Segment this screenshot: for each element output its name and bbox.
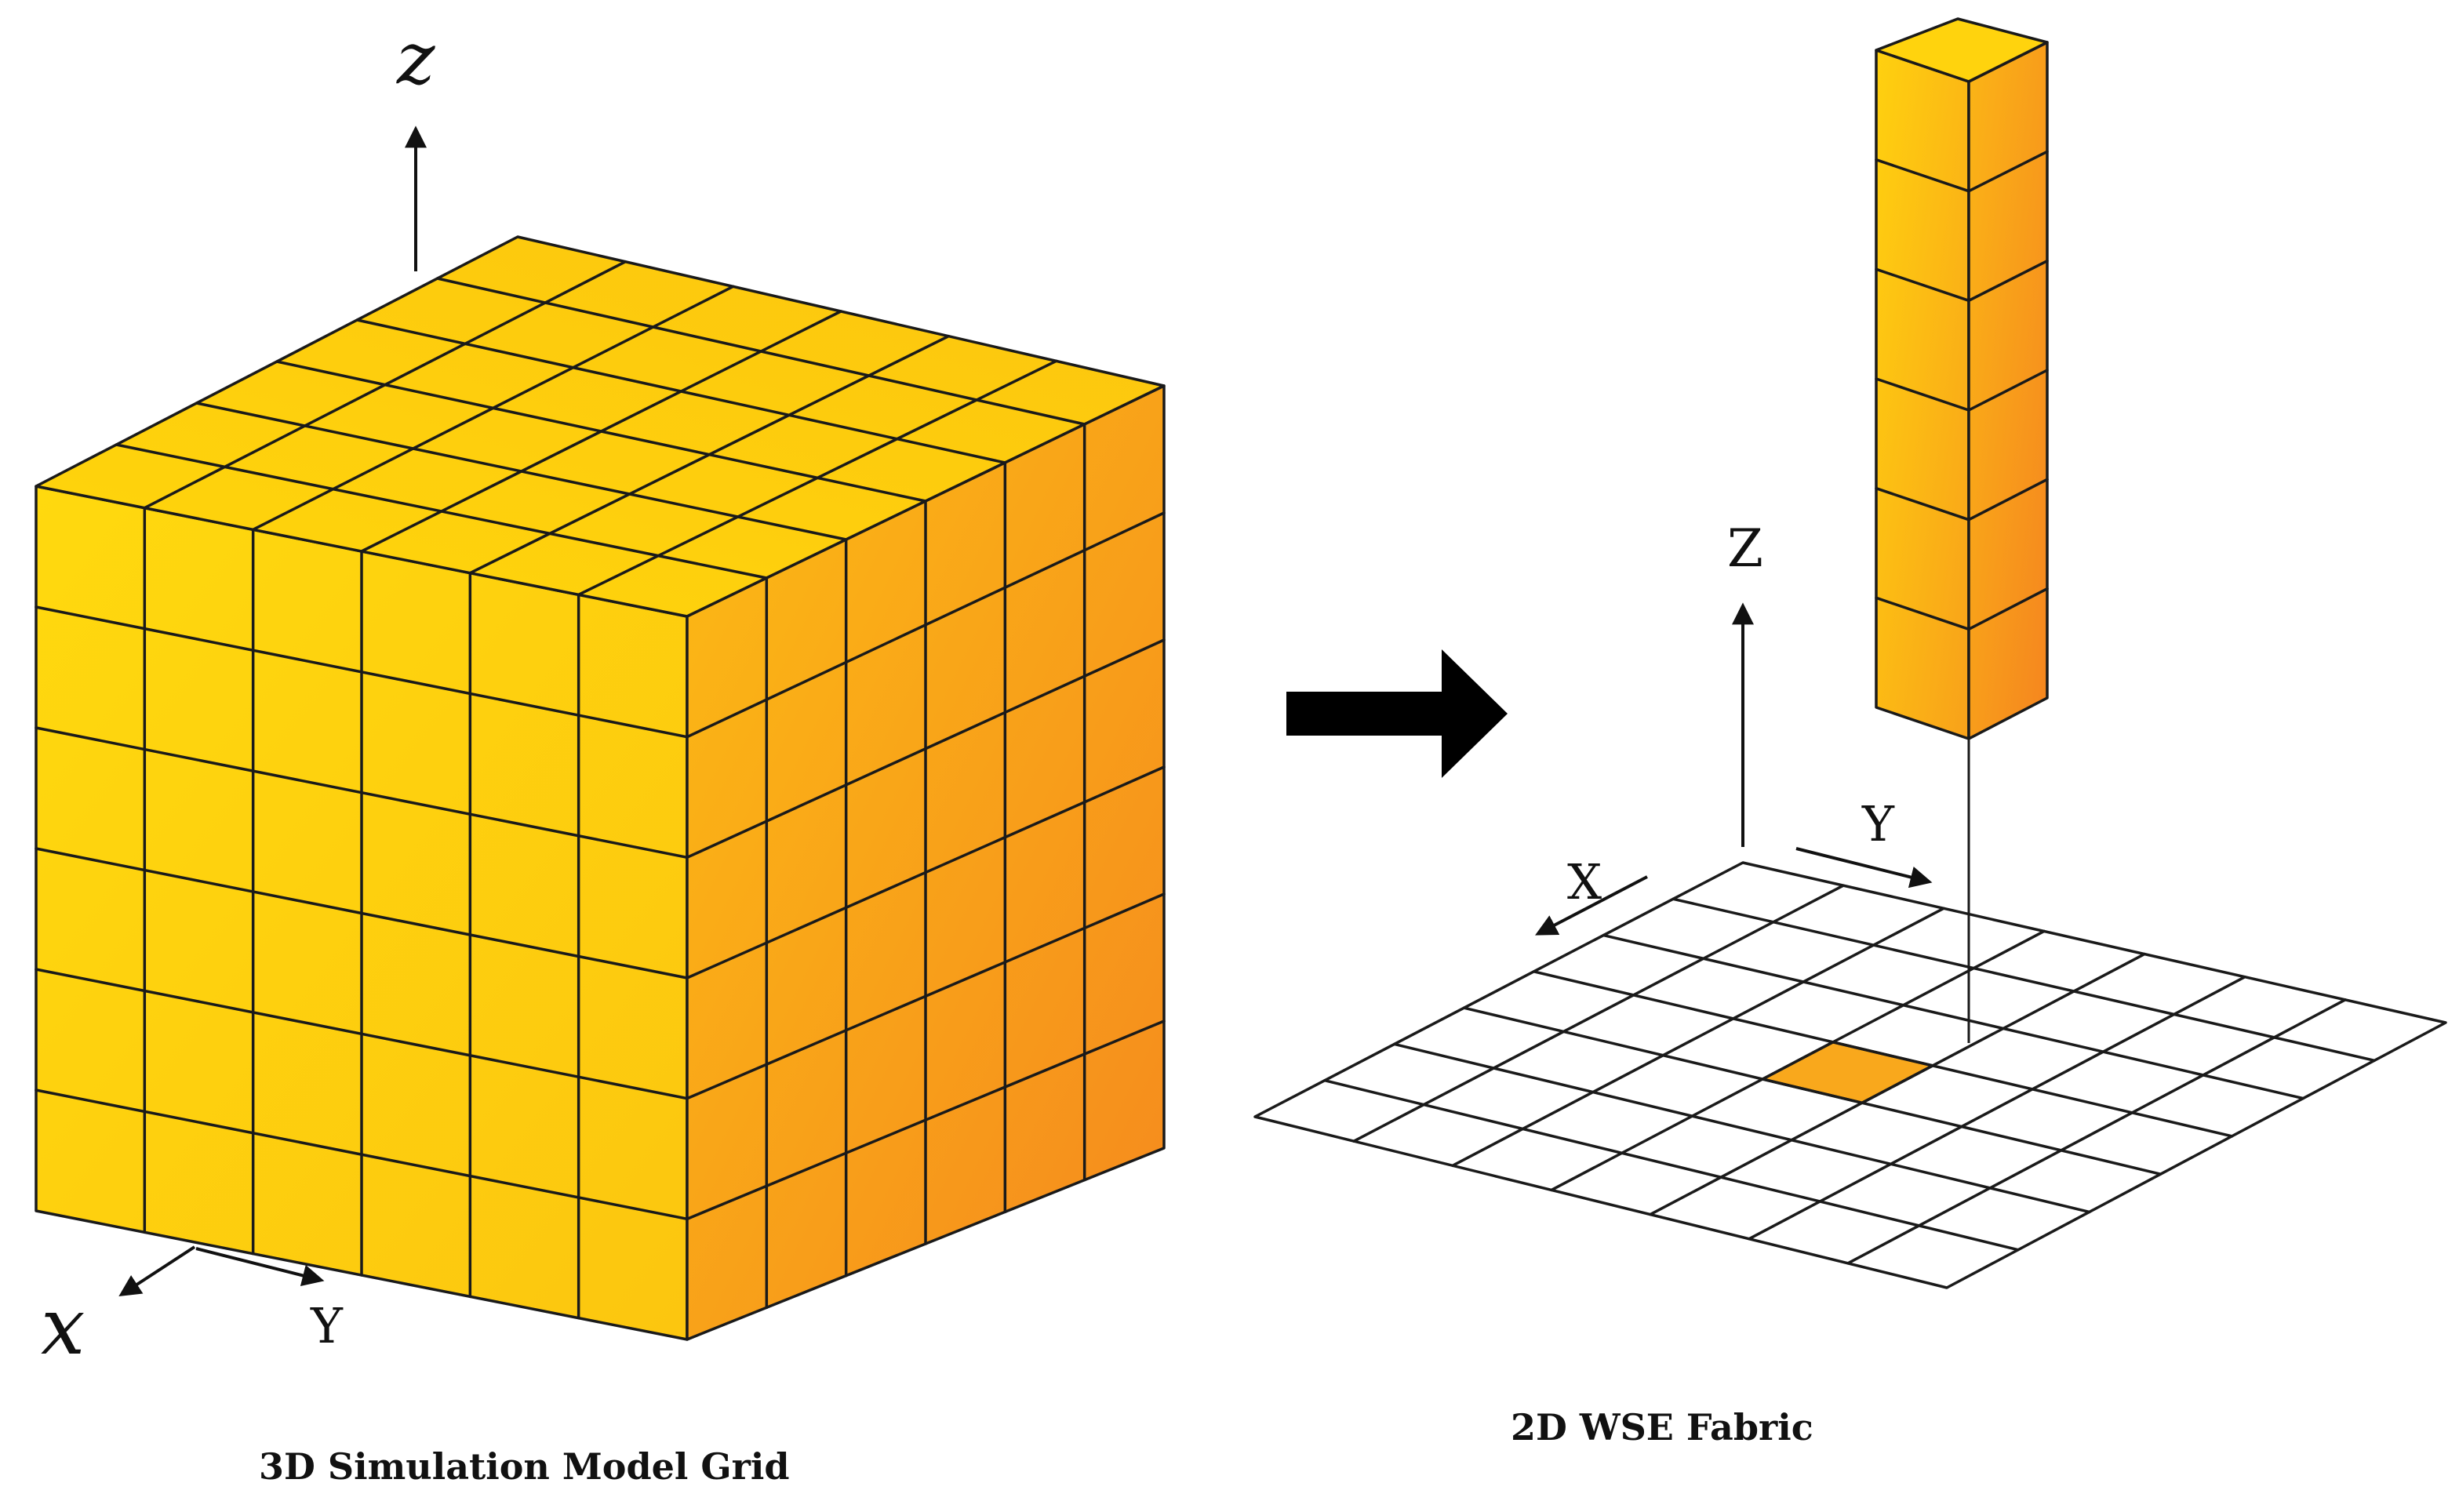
column-top-face [1875, 17, 2049, 83]
column-cell-line [1967, 587, 2049, 631]
fabric-y-axis-label: Y [1861, 795, 1895, 852]
fabric-grid-lines [1323, 884, 2376, 1265]
fabric-grid-line [1352, 884, 1845, 1143]
wse-fabric [1253, 861, 2447, 1289]
cube-front-line [35, 1089, 689, 1221]
column-cell-line [1967, 150, 2049, 193]
cube-caption: 3D Simulation Model Grid [259, 1445, 790, 1488]
fabric-x-axis-arrow [1535, 875, 1648, 936]
fabric-x-axis-label: X [1567, 853, 1602, 910]
fabric-grid-line [1392, 1042, 2091, 1214]
fabric-grid-line [1462, 1006, 2163, 1176]
column-cell-line [1875, 267, 1970, 303]
cube-side-line [686, 1020, 1166, 1221]
right-arrow-icon [1286, 649, 1508, 778]
fabric-grid-line [1748, 975, 2246, 1241]
column-cell-line [1875, 596, 1970, 631]
column-cell-line [1875, 377, 1970, 412]
column-cell-line [1875, 486, 1970, 522]
x-axis-arrow [118, 1245, 196, 1297]
fabric-grid-line [1323, 1078, 2020, 1252]
column-grid-lines [1875, 150, 2049, 631]
column-cell-line [1967, 478, 2049, 522]
cube-axes: z x Y [41, 16, 435, 1372]
z-axis-label: z [396, 16, 435, 100]
fabric-grid-line [1846, 998, 2347, 1265]
column-cell-line [1967, 259, 2049, 303]
fabric-grid-line [1671, 897, 2376, 1063]
y-axis-label: Y [310, 1297, 344, 1354]
x-axis-label: x [41, 1281, 85, 1372]
mapped-column [1875, 17, 2049, 740]
column-cell-line [1967, 369, 2049, 412]
fabric-grid-line [1602, 933, 2305, 1100]
fabric-grid-line [1550, 929, 2046, 1192]
y-axis-arrow [195, 1247, 325, 1287]
fabric-caption: 2D WSE Fabric [1511, 1406, 1813, 1448]
simulation-cube [35, 235, 1166, 1341]
fabric-grid-line [1649, 952, 2146, 1216]
fabric-axes: Z X Y [1535, 518, 1933, 936]
fabric-grid-line [1532, 970, 2234, 1138]
column-cell-line [1875, 158, 1970, 193]
fabric-grid-line [1451, 907, 1945, 1168]
cube-top-line [435, 277, 1086, 426]
cube-grid-lines [35, 260, 1166, 1320]
fabric-z-axis-label: Z [1727, 518, 1763, 579]
fabric-y-axis-arrow [1795, 847, 1933, 889]
